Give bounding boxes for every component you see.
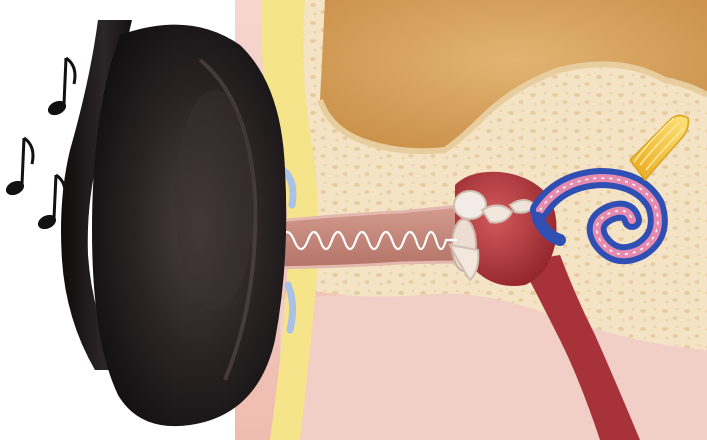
- headphone-cushion-sheen: [175, 90, 255, 310]
